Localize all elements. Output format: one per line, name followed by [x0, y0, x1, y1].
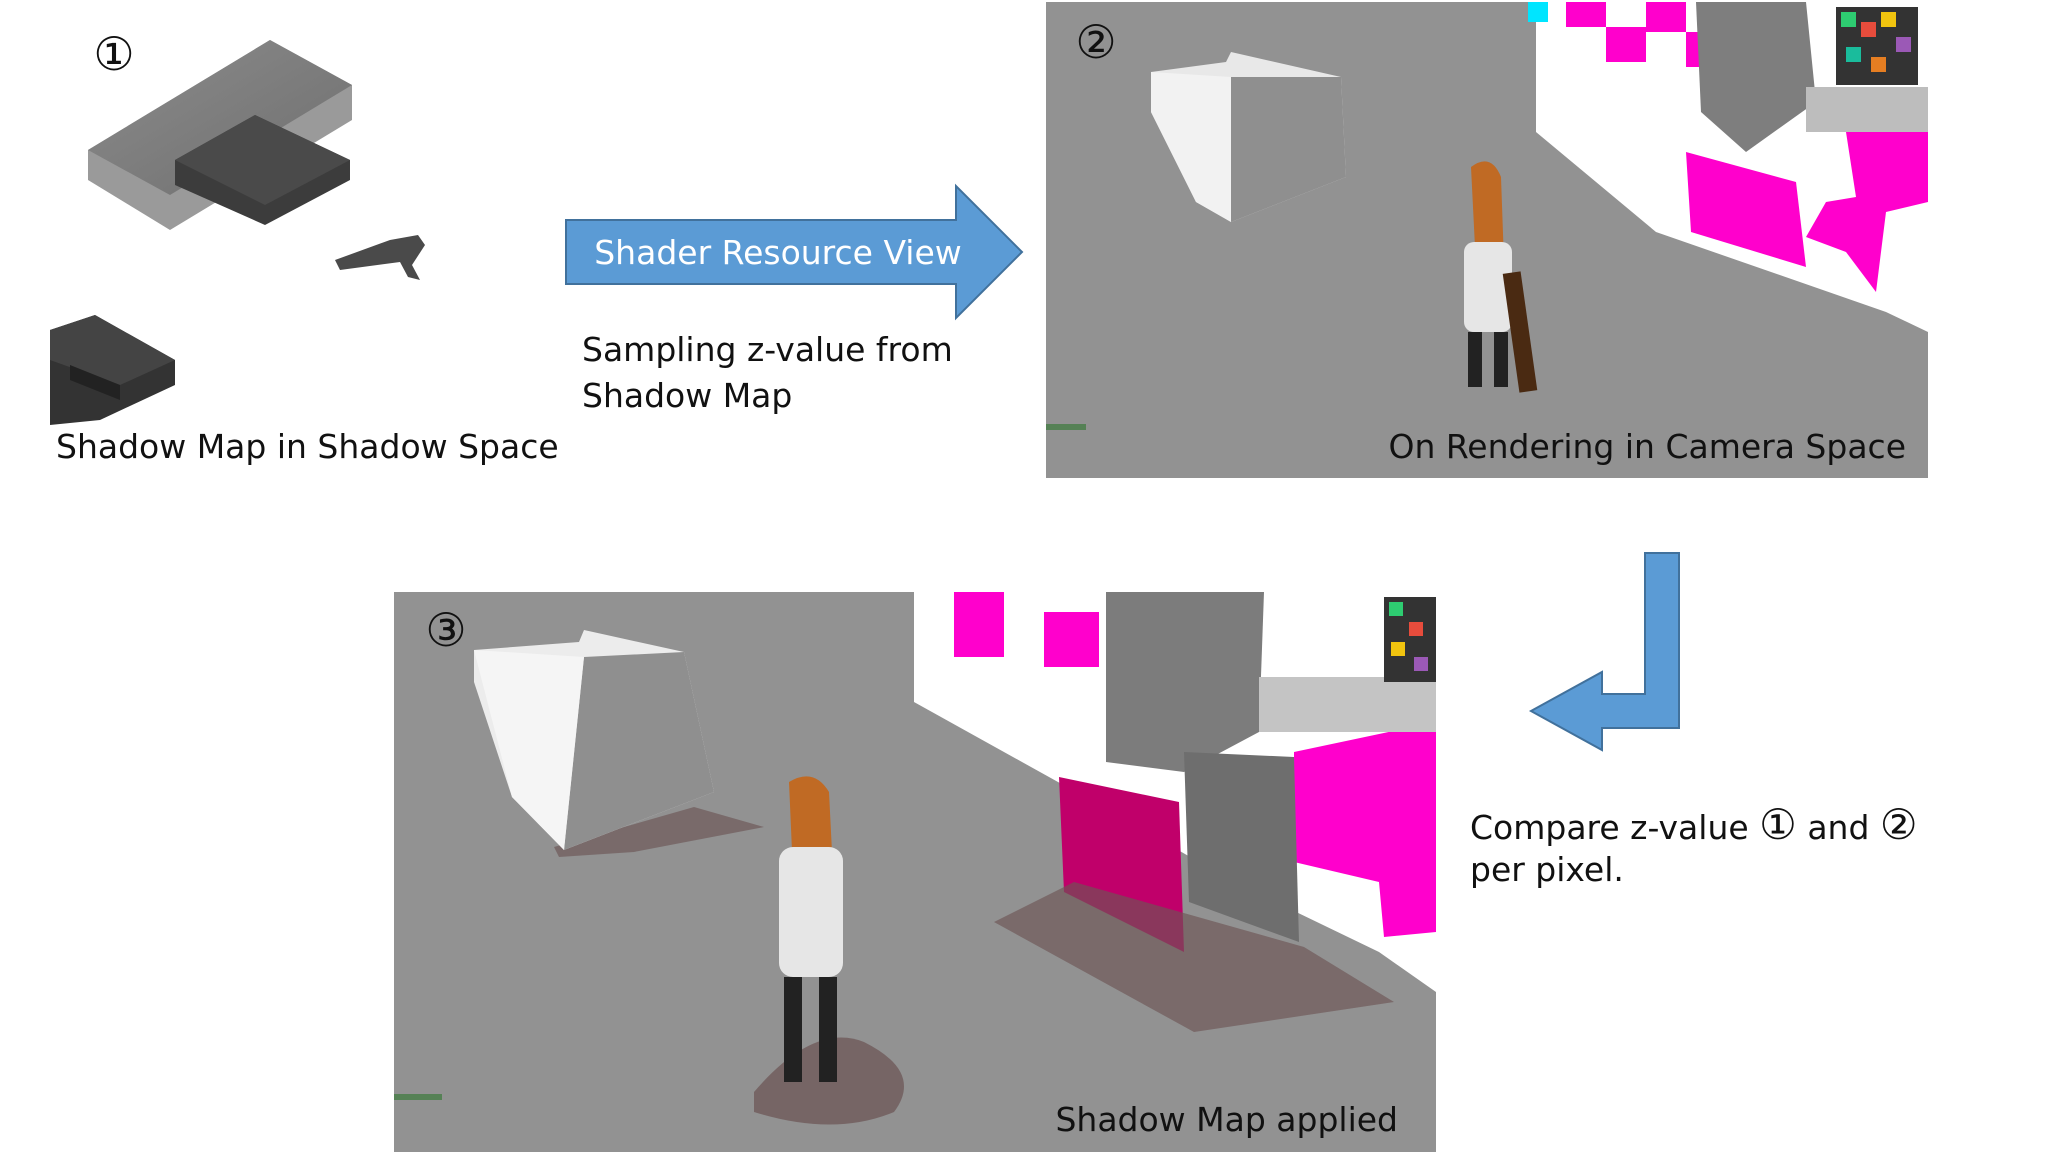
character [779, 776, 843, 1082]
camera-space-image: ② [1046, 2, 1928, 478]
step-1-caption: Shadow Map in Shadow Space [56, 427, 559, 466]
step-2-number: ② [1075, 15, 1116, 69]
compare-line-2: per pixel. [1470, 850, 1624, 889]
shadow-applied-image: ③ [394, 592, 1436, 1152]
right-arrow-shape [565, 183, 1024, 321]
compare-line-1: Compare z-value ① and ② [1470, 800, 1918, 849]
shader-resource-view-arrow: Shader Resource View [560, 180, 1030, 325]
cube-shadow [554, 807, 764, 857]
character [1464, 161, 1538, 393]
wall-shadow [994, 882, 1394, 1032]
arrow-label: Shader Resource View [594, 233, 962, 272]
compare-arrow [1526, 550, 1686, 760]
shadow-map-character [335, 235, 425, 280]
shadow-map-panel: ① [40, 27, 560, 430]
compare-and: and [1807, 808, 1870, 847]
compare-ref-a: ① [1759, 800, 1797, 849]
compare-prefix: Compare z-value [1470, 808, 1749, 847]
camera-space-render: ② On Rendering in Camera Space [1046, 2, 1928, 478]
bent-arrow-shape [1528, 552, 1680, 752]
compare-ref-b: ② [1879, 800, 1918, 849]
sampling-note-line-1: Sampling z-value from [582, 330, 953, 369]
step-3-caption: Shadow Map applied [1055, 1100, 1398, 1139]
shadow-applied-render: ③ Shadow Map applied [394, 592, 1436, 1152]
shadow-map-image: ① [50, 27, 425, 425]
step-3-number: ③ [425, 603, 466, 657]
step-2-caption: On Rendering in Camera Space [1388, 427, 1906, 466]
step-1-number: ① [93, 30, 134, 81]
sampling-note-line-2: Shadow Map [582, 376, 793, 415]
